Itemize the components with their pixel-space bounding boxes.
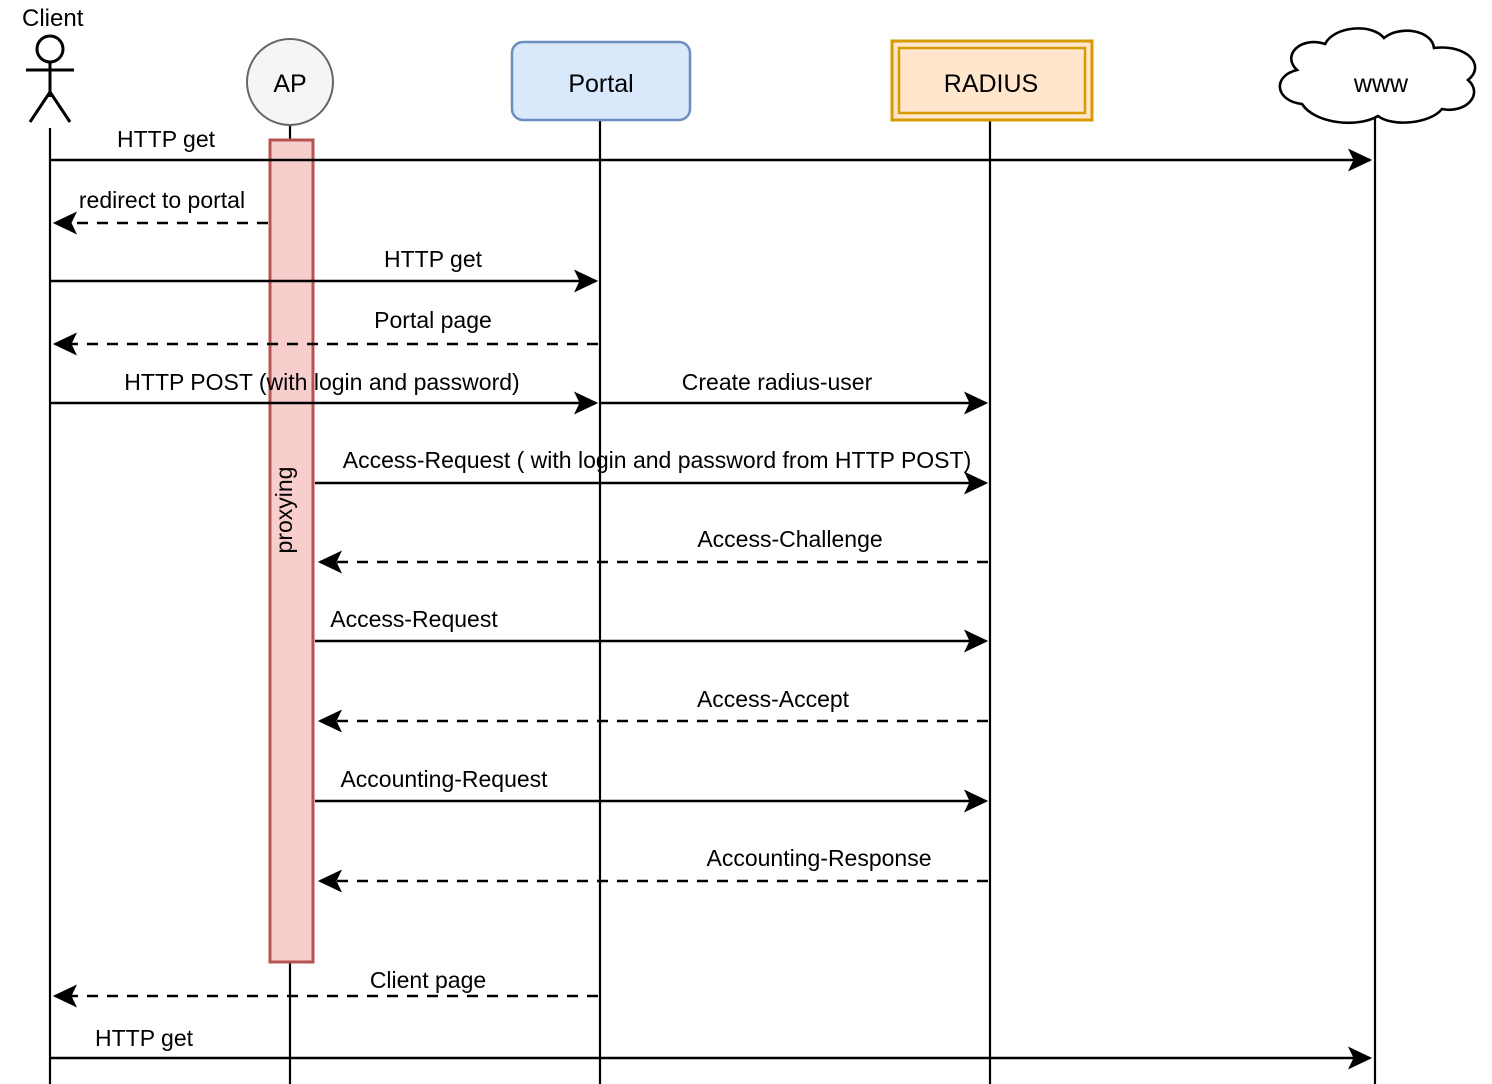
message-label: HTTP get <box>95 1025 194 1051</box>
message-label: Accounting-Response <box>706 845 931 871</box>
participant-shape-portal[interactable] <box>510 40 692 122</box>
message-client-page[interactable]: Client page <box>52 967 598 1008</box>
message-label: Portal page <box>374 307 492 333</box>
participant-client[interactable]: Client <box>22 5 84 123</box>
message-label: Access-Challenge <box>697 526 882 552</box>
message-label: HTTP get <box>117 126 216 152</box>
message-create-radius-user[interactable]: Create radius-user <box>600 369 989 415</box>
message-redirect-to-portal[interactable]: redirect to portal <box>52 187 268 235</box>
activation-bar-rect[interactable] <box>268 138 315 964</box>
message-label: Accounting-Request <box>340 766 548 792</box>
participant-shape-radius-inner <box>897 46 1087 115</box>
actor-leg-left-icon <box>28 91 52 123</box>
actor-head-icon <box>35 34 65 64</box>
message-http-get-www[interactable]: HTTP get <box>50 126 1373 172</box>
message-label: HTTP get <box>384 246 483 272</box>
activation-bar-ap[interactable]: proxying <box>268 138 315 964</box>
participant-label-client: Client <box>22 5 84 32</box>
participant-ap[interactable]: AP <box>246 38 334 126</box>
message-label: Access-Request <box>330 606 498 632</box>
activation-bar-label: proxying <box>271 467 297 554</box>
message-label: Access-Request ( with login and password… <box>343 447 971 473</box>
message-portal-page[interactable]: Portal page <box>52 307 598 356</box>
message-label: HTTP POST (with login and password) <box>124 369 519 395</box>
message-access-request-initial[interactable]: Access-Request ( with login and password… <box>315 447 989 495</box>
participant-radius[interactable]: RADIUS <box>890 39 1094 122</box>
message-http-get-portal[interactable]: HTTP get <box>50 246 599 293</box>
participant-label-ap: AP <box>273 70 306 98</box>
participant-label-www: www <box>1353 70 1409 98</box>
participant-label-radius: RADIUS <box>944 70 1038 98</box>
participant-shape-ap[interactable] <box>246 38 334 126</box>
message-label: Access-Accept <box>697 686 850 712</box>
participant-shape-cloud-icon[interactable] <box>1278 27 1477 125</box>
message-label: redirect to portal <box>79 187 245 213</box>
participant-www[interactable]: www <box>1278 27 1477 125</box>
message-accounting-request[interactable]: Accounting-Request <box>315 766 989 813</box>
participant-label-portal: Portal <box>568 70 633 98</box>
message-access-request[interactable]: Access-Request <box>315 606 989 653</box>
message-accounting-response[interactable]: Accounting-Response <box>317 845 988 893</box>
message-http-post[interactable]: HTTP POST (with login and password) <box>50 369 599 415</box>
lifelines-group <box>48 118 1377 1084</box>
message-access-accept[interactable]: Access-Accept <box>317 686 988 733</box>
message-label: Create radius-user <box>682 369 873 395</box>
participant-portal[interactable]: Portal <box>510 40 692 122</box>
actor-leg-right-icon <box>48 91 72 123</box>
message-http-get-final[interactable]: HTTP get <box>50 1025 1373 1070</box>
message-access-challenge[interactable]: Access-Challenge <box>317 526 988 574</box>
message-label: Client page <box>370 967 486 993</box>
